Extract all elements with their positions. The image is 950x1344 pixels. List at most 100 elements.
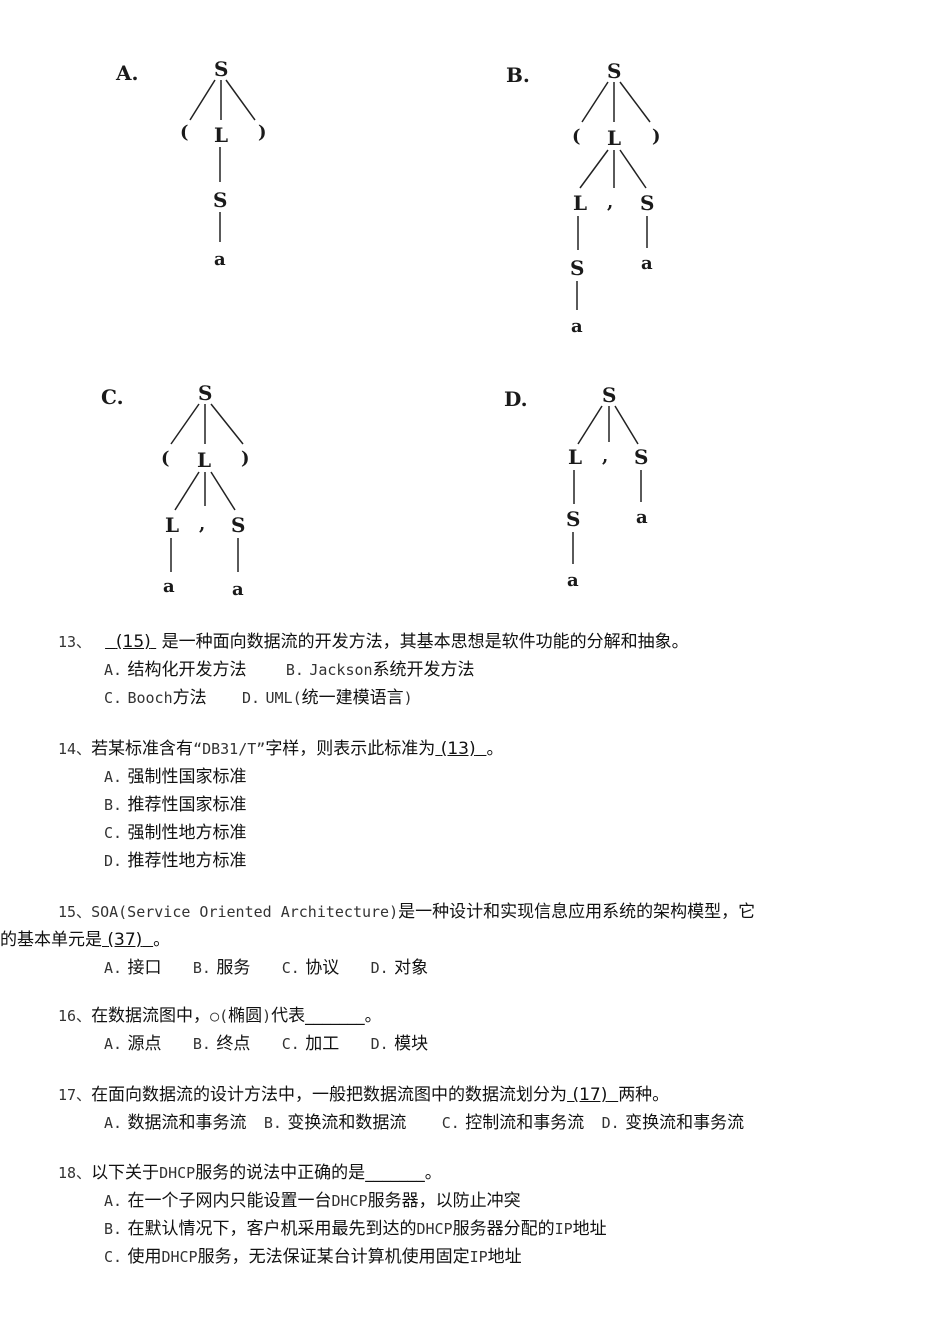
- question-number: 17、: [58, 1086, 92, 1104]
- svg-text:S: S: [634, 445, 648, 469]
- option-c: 强制性地方标准: [127, 823, 247, 843]
- svg-text:(: (: [572, 126, 581, 147]
- standard-code: “DB31/T”: [193, 740, 266, 758]
- option-a-row: A. 在一个子网内只能设置一台DHCP服务器，以防止冲突: [58, 1187, 607, 1215]
- option-d: 对象: [394, 958, 429, 978]
- option-b: 变换流和数据流: [287, 1113, 407, 1133]
- option-c-key: C.: [104, 824, 123, 842]
- option-c-term-2: IP: [469, 1248, 488, 1266]
- option-c-row: C. 强制性地方标准: [58, 819, 503, 847]
- question-number: 13、: [58, 633, 92, 651]
- svg-text:S: S: [213, 188, 227, 212]
- svg-text:S: S: [198, 381, 212, 405]
- svg-text:a: a: [163, 576, 175, 597]
- tree-a-label: A.: [115, 61, 138, 85]
- question-end: 两种。: [618, 1085, 670, 1105]
- option-c-row: C. 使用DHCP服务，无法保证某台计算机使用固定IP地址: [58, 1243, 607, 1271]
- answer-blank: _______: [365, 1163, 425, 1183]
- option-b: 终点: [216, 1034, 251, 1054]
- option-a-key: A.: [104, 1114, 123, 1132]
- parse-tree-c: C. S ( L ) L , S a a: [95, 372, 285, 604]
- svg-text:,: ,: [607, 192, 613, 213]
- svg-text:S: S: [566, 507, 580, 531]
- svg-text:S: S: [214, 57, 228, 81]
- ellipse-symbol: ○(: [210, 1007, 229, 1025]
- svg-text:a: a: [567, 570, 579, 591]
- option-d-key: D.: [370, 1035, 389, 1053]
- svg-text:): ): [652, 126, 661, 147]
- option-a: 结构化开发方法: [127, 660, 247, 680]
- option-c-key: C.: [281, 959, 300, 977]
- question-number: 15、: [58, 903, 92, 921]
- option-d: 模块: [394, 1034, 429, 1054]
- option-a: 数据流和事务流: [127, 1113, 247, 1133]
- answer-blank: (37): [107, 930, 143, 950]
- tree-c-label: C.: [101, 385, 124, 409]
- question-text-2: 字样，则表示此标准为: [265, 739, 436, 759]
- question-text-2: 代表: [271, 1006, 306, 1026]
- question-18: 18、以下关于DHCP服务的说法中正确的是_______。 A. 在一个子网内只…: [58, 1159, 607, 1271]
- svg-text:S: S: [607, 59, 621, 83]
- option-c-term: DHCP: [161, 1248, 198, 1266]
- question-number: 16、: [58, 1007, 92, 1025]
- options-row: A. 源点 B. 终点 C. 加工 D. 模块: [58, 1030, 428, 1058]
- option-d-row: D. 推荐性地方标准: [58, 847, 503, 875]
- svg-text:L: L: [197, 448, 211, 472]
- option-d-end: ): [403, 689, 413, 707]
- option-a-key: A.: [104, 768, 123, 786]
- svg-text:a: a: [636, 507, 648, 528]
- answer-blank: (17): [572, 1085, 608, 1105]
- options-row-2: C. Booch方法 D. UML(统一建模语言): [58, 684, 689, 712]
- option-b-row: B. 推荐性国家标准: [58, 791, 503, 819]
- options-row-1: A. 结构化开发方法 B. Jackson系统开发方法: [58, 656, 689, 684]
- answer-blank: _______: [305, 1006, 365, 1026]
- option-a-key: A.: [104, 661, 123, 679]
- dhcp-term: DHCP: [159, 1164, 196, 1182]
- option-c: 协议: [305, 958, 340, 978]
- question-end: 。: [424, 1163, 442, 1183]
- question-text-2: 服务的说法中正确的是: [195, 1163, 366, 1183]
- option-b-term: Jackson: [309, 661, 373, 679]
- question-end: 。: [486, 739, 504, 759]
- option-b-text-3: 地址: [572, 1219, 607, 1239]
- option-c-key: C.: [104, 689, 123, 707]
- question-13: 13、 (15) 是一种面向数据流的开发方法，其基本思想是软件功能的分解和抽象。…: [58, 628, 689, 712]
- option-c: 控制流和事务流: [465, 1113, 585, 1133]
- answer-blank: (13): [440, 739, 476, 759]
- option-c: 方法: [172, 688, 207, 708]
- option-a: 强制性国家标准: [127, 767, 247, 787]
- parse-tree-b: B. S ( L ) L , S S a a: [500, 50, 700, 340]
- option-a: 接口: [127, 958, 162, 978]
- svg-text:a: a: [232, 579, 244, 600]
- svg-text:a: a: [641, 253, 653, 274]
- question-number: 14、: [58, 740, 92, 758]
- question-text: 以下关于: [91, 1163, 160, 1183]
- option-c-key: C.: [104, 1248, 123, 1266]
- option-b-text-2: 服务器分配的: [452, 1219, 555, 1239]
- question-16: 16、在数据流图中，○(椭圆)代表_______。 A. 源点 B. 终点 C.…: [58, 1002, 428, 1058]
- option-a-text-2: 服务器，以防止冲突: [367, 1191, 521, 1211]
- option-d-key: D.: [370, 959, 389, 977]
- svg-text:,: ,: [199, 514, 205, 535]
- option-b-term-2: IP: [554, 1220, 573, 1238]
- svg-text:L: L: [165, 513, 179, 537]
- option-c-key: C.: [441, 1114, 460, 1132]
- option-b: 服务: [216, 958, 251, 978]
- option-a-text: 在一个子网内只能设置一台: [127, 1191, 332, 1211]
- question-end: 。: [153, 930, 171, 950]
- option-b-key: B.: [104, 796, 123, 814]
- option-c-text-3: 地址: [487, 1247, 522, 1267]
- svg-text:a: a: [214, 249, 226, 270]
- svg-text:): ): [241, 448, 250, 469]
- option-a-term: DHCP: [331, 1192, 368, 1210]
- svg-text:): ): [258, 122, 267, 143]
- question-text: 在数据流图中，: [91, 1006, 211, 1026]
- question-text: 在面向数据流的设计方法中，一般把数据流图中的数据流划分为: [91, 1085, 568, 1105]
- option-b: 推荐性国家标准: [127, 795, 247, 815]
- option-d-term: UML(: [265, 689, 302, 707]
- option-b: 系统开发方法: [372, 660, 475, 680]
- ellipse-word: 椭圆: [228, 1006, 263, 1026]
- svg-text:L: L: [573, 191, 587, 215]
- option-b-key: B.: [285, 661, 304, 679]
- tree-b-label: B.: [506, 63, 530, 87]
